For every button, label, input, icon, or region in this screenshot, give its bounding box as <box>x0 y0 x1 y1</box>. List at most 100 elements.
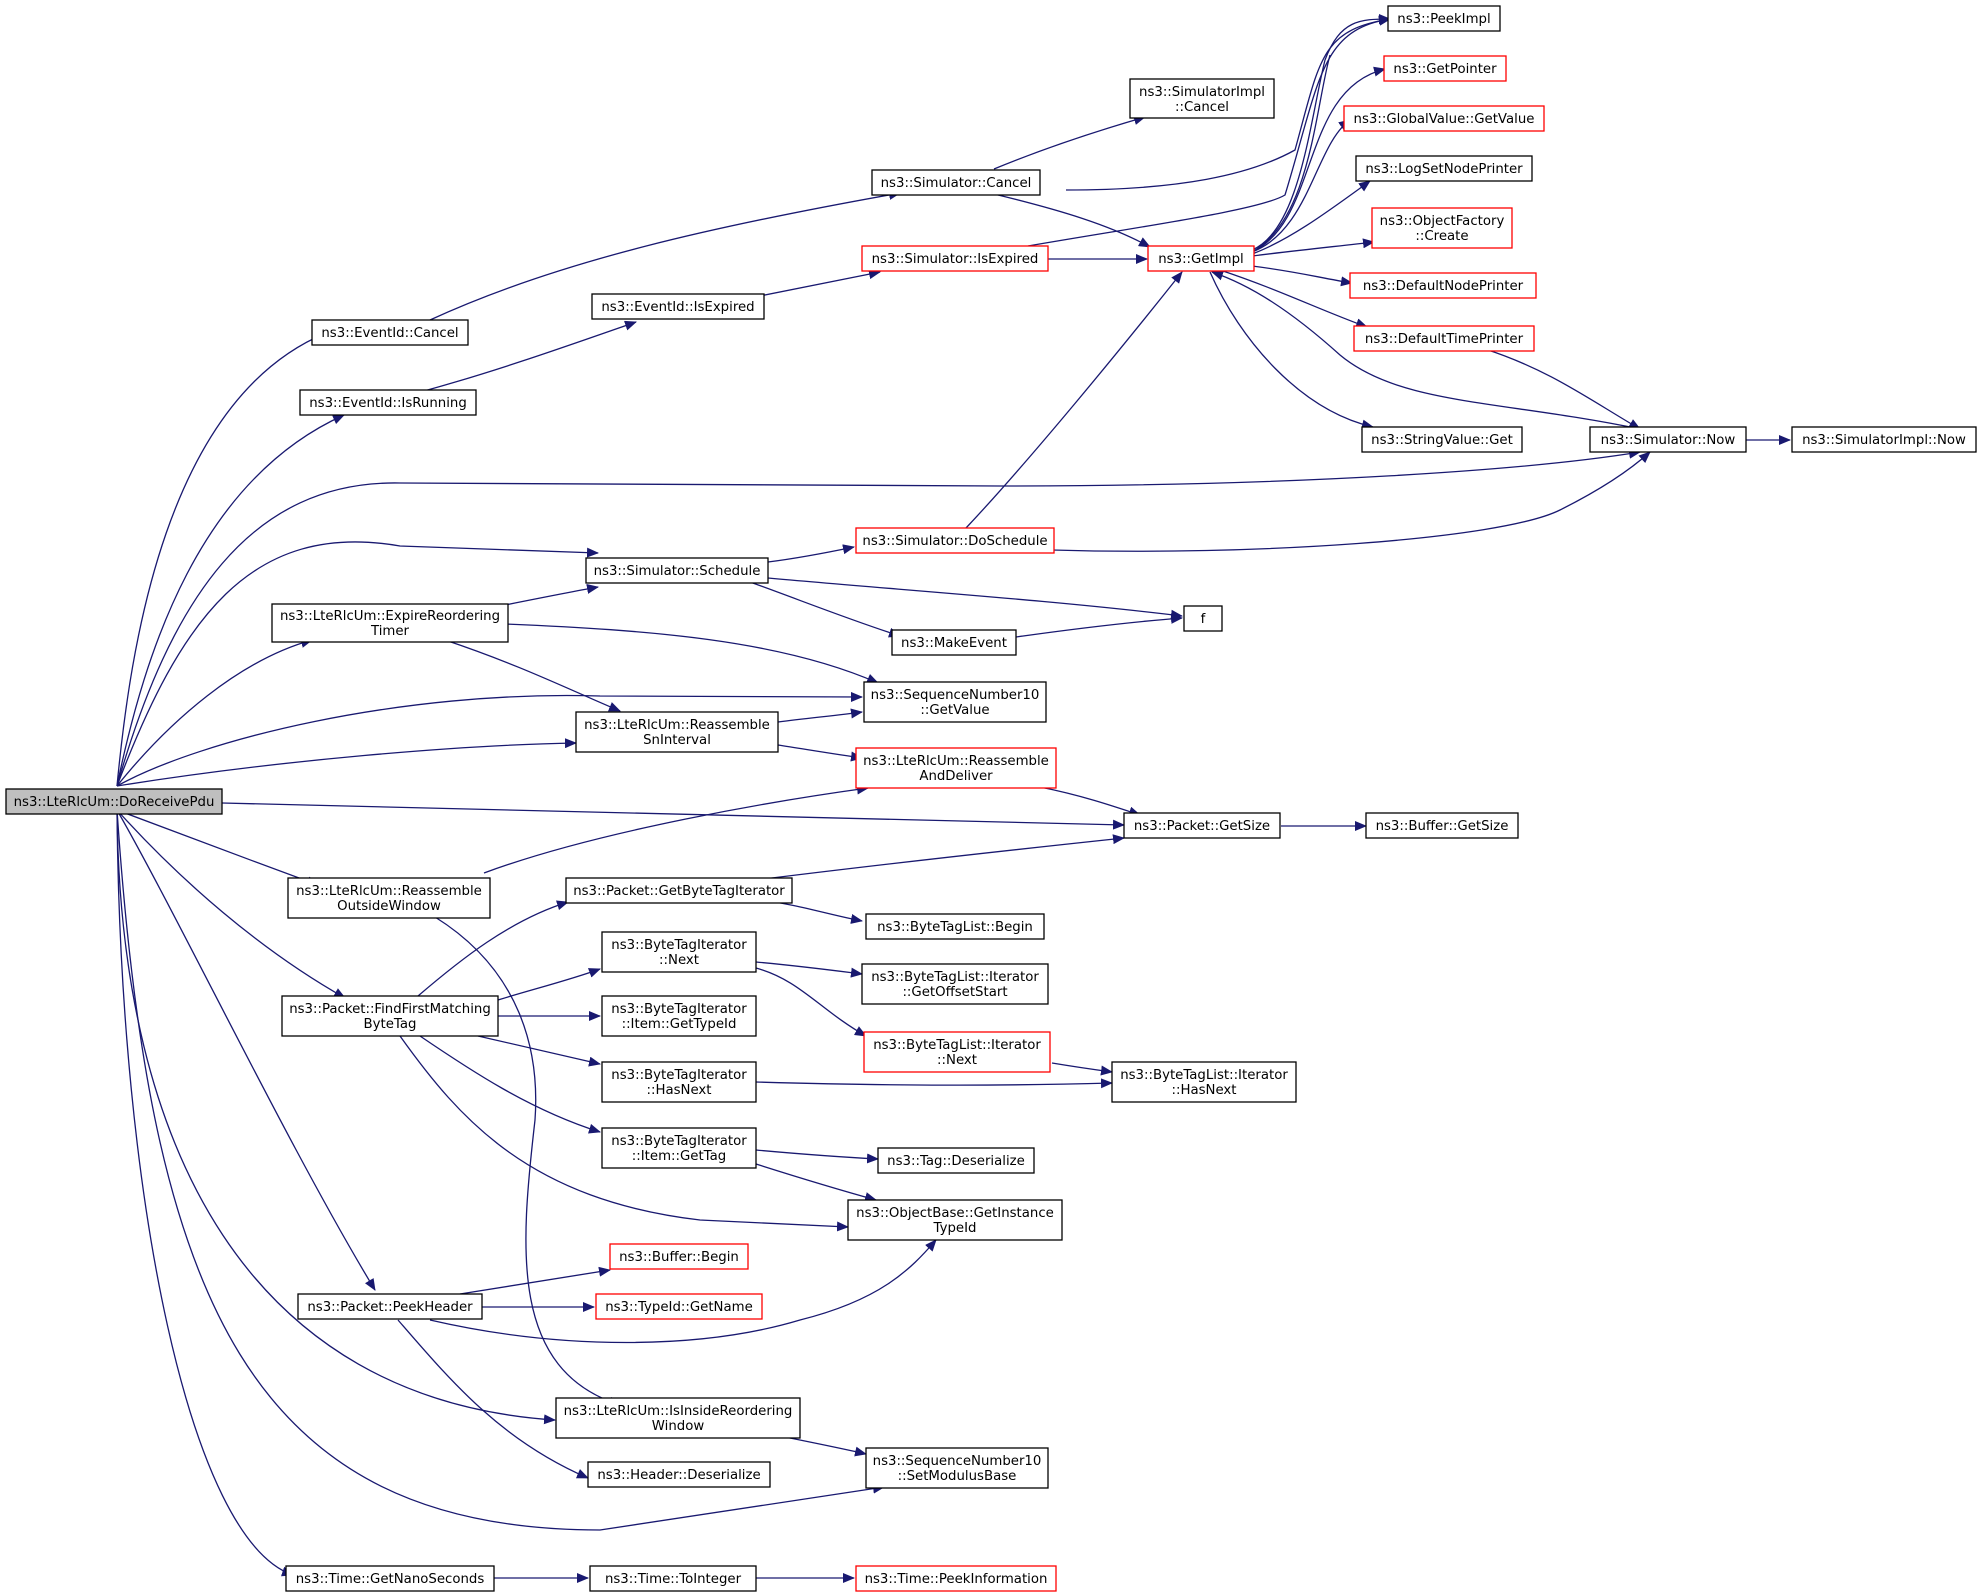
edge-expire-reassemblesn <box>444 639 621 712</box>
node-label-line1: ns3::SequenceNumber10 <box>871 688 1040 703</box>
node-label: ns3::DefaultTimePrinter <box>1365 332 1524 347</box>
node-getpointer[interactable]: ns3::GetPointer <box>1383 55 1507 82</box>
edge-find-bytetagiteratornext <box>497 968 601 1001</box>
node-defaultnodeprinter[interactable]: ns3::DefaultNodePrinter <box>1349 272 1537 299</box>
edge-getimpl-logsetnode <box>1251 180 1371 255</box>
node-bytetagiterator-next[interactable]: ns3::ByteTagIterator ::Next <box>601 931 757 973</box>
node-label-line1: ns3::LteRlcUm::Reassemble <box>296 884 482 899</box>
node-simulator-doschedule[interactable]: ns3::Simulator::DoSchedule <box>855 527 1055 554</box>
node-globalvalue-getvalue[interactable]: ns3::GlobalValue::GetValue <box>1343 105 1545 132</box>
edge-doreceive-expirereordering <box>116 638 313 787</box>
node-label: ns3::LteRlcUm::DoReceivePdu <box>14 795 215 810</box>
edge-makeevent-f <box>1015 613 1183 638</box>
node-f[interactable]: f <box>1183 605 1223 632</box>
edge-getimpl-peekimpl <box>1251 14 1391 251</box>
edges <box>116 14 1791 1583</box>
node-label-line2: ::HasNext <box>646 1083 711 1098</box>
node-objectfactory-create[interactable]: ns3::ObjectFactory ::Create <box>1371 207 1513 249</box>
node-packet-getbytetagiterator[interactable]: ns3::Packet::GetByteTagIterator <box>565 877 793 904</box>
node-simulator-now[interactable]: ns3::Simulator::Now <box>1589 426 1747 453</box>
node-label: ns3::GlobalValue::GetValue <box>1354 112 1535 127</box>
node-label-line1: ns3::ByteTagList::Iterator <box>871 970 1039 985</box>
node-label: ns3::Time::ToInteger <box>605 1572 742 1587</box>
node-label: ns3::StringValue::Get <box>1371 433 1513 448</box>
node-isinsidereorderingwindow[interactable]: ns3::LteRlcUm::IsInsideReordering Window <box>555 1397 801 1439</box>
node-bytetaglist-iterator-next[interactable]: ns3::ByteTagList::Iterator ::Next <box>863 1031 1051 1073</box>
node-typeid-getname[interactable]: ns3::TypeId::GetName <box>595 1293 763 1320</box>
node-header-deserialize[interactable]: ns3::Header::Deserialize <box>587 1461 771 1488</box>
node-stringvalue-get[interactable]: ns3::StringValue::Get <box>1361 426 1523 453</box>
node-buffer-getsize[interactable]: ns3::Buffer::GetSize <box>1365 812 1519 839</box>
edge-doreceive-simnow <box>116 448 1641 787</box>
node-label: ns3::ByteTagList::Begin <box>877 920 1033 935</box>
edge-doreceive-peekheader <box>116 809 376 1291</box>
node-objectbase-getinstancetypeid[interactable]: ns3::ObjectBase::GetInstance TypeId <box>847 1199 1063 1241</box>
node-logsetnodeprinter[interactable]: ns3::LogSetNodePrinter <box>1355 155 1533 182</box>
node-label-line1: ns3::ByteTagList::Iterator <box>1120 1068 1288 1083</box>
node-buffer-begin[interactable]: ns3::Buffer::Begin <box>609 1243 749 1270</box>
node-reassemble-sninterval[interactable]: ns3::LteRlcUm::Reassemble SnInterval <box>575 711 779 753</box>
edge-find-itemgettag <box>419 1035 601 1134</box>
node-label-line1: ns3::ByteTagIterator <box>611 938 747 953</box>
node-simulator-schedule[interactable]: ns3::Simulator::Schedule <box>585 557 769 584</box>
node-label-line2: ::Item::GetTypeId <box>622 1017 737 1032</box>
node-packet-getsize[interactable]: ns3::Packet::GetSize <box>1123 812 1281 839</box>
edge-doreceive-eventidisrunning <box>116 414 345 787</box>
node-label: ns3::Simulator::DoSchedule <box>862 534 1047 549</box>
edge-getimpl-objectfactory <box>1251 238 1375 257</box>
node-getimpl[interactable]: ns3::GetImpl <box>1147 245 1255 272</box>
edge-btinext-bytetaglistiteratornext <box>755 967 867 1037</box>
node-eventid-isrunning[interactable]: ns3::EventId::IsRunning <box>299 389 477 416</box>
node-bytetaglist-iterator-hasnext[interactable]: ns3::ByteTagList::Iterator ::HasNext <box>1111 1061 1297 1103</box>
node-bytetagiterator-item-gettag[interactable]: ns3::ByteTagIterator ::Item::GetTag <box>601 1127 757 1169</box>
node-simulator-isexpired[interactable]: ns3::Simulator::IsExpired <box>861 245 1049 272</box>
node-label: ns3::SimulatorImpl::Now <box>1802 433 1966 448</box>
edge-expire-seqgetvalue <box>504 623 879 684</box>
node-label-line1: ns3::LteRlcUm::Reassemble <box>863 754 1049 769</box>
edge-schedule-f <box>767 577 1183 620</box>
node-label-line1: ns3::SequenceNumber10 <box>873 1454 1042 1469</box>
node-time-getnanoseconds[interactable]: ns3::Time::GetNanoSeconds <box>285 1565 495 1592</box>
edge-eventidisrunning-eventidisexpired <box>423 320 637 392</box>
node-reassemble-anddeliver[interactable]: ns3::LteRlcUm::Reassemble AndDeliver <box>855 747 1057 789</box>
edge-isinside-setmodulus <box>779 1435 867 1457</box>
edge-getimpl-defaultnodeprinter <box>1251 265 1353 287</box>
node-bytetaglist-begin[interactable]: ns3::ByteTagList::Begin <box>865 913 1045 940</box>
node-simulatorimpl-now[interactable]: ns3::SimulatorImpl::Now <box>1791 426 1977 453</box>
node-simulator-cancel[interactable]: ns3::Simulator::Cancel <box>871 169 1041 196</box>
node-label: ns3::Buffer::GetSize <box>1376 819 1509 834</box>
node-bytetagiterator-hasnext[interactable]: ns3::ByteTagIterator ::HasNext <box>601 1061 757 1103</box>
node-label-line1: ns3::LteRlcUm::ExpireReordering <box>280 609 500 624</box>
node-defaulttimeprinter[interactable]: ns3::DefaultTimePrinter <box>1353 325 1535 352</box>
node-label: ns3::PeekImpl <box>1397 12 1490 27</box>
edge-gettag-getinstancetypeid <box>755 1163 877 1202</box>
node-label-line1: ns3::SimulatorImpl <box>1139 85 1265 100</box>
node-packet-findfirstmatchingbytetag[interactable]: ns3::Packet::FindFirstMatching ByteTag <box>281 995 499 1037</box>
edge-getimpl-defaulttimeprinter <box>1219 269 1368 328</box>
edge-getimpl-peekimpl-2 <box>1251 54 1331 253</box>
node-simulatorimpl-cancel[interactable]: ns3::SimulatorImpl ::Cancel <box>1129 78 1275 119</box>
node-reassemble-outsidewindow[interactable]: ns3::LteRlcUm::Reassemble OutsideWindow <box>287 877 491 919</box>
node-lterlcum-doreceivepdu[interactable]: ns3::LteRlcUm::DoReceivePdu <box>5 788 223 815</box>
node-label: f <box>1201 612 1206 627</box>
node-expirereorderingtimer[interactable]: ns3::LteRlcUm::ExpireReordering Timer <box>271 603 509 643</box>
node-packet-peekheader[interactable]: ns3::Packet::PeekHeader <box>297 1293 483 1320</box>
node-label-line2: SnInterval <box>643 733 711 748</box>
node-bytetaglist-iterator-getoffsetstart[interactable]: ns3::ByteTagList::Iterator ::GetOffsetSt… <box>861 963 1049 1005</box>
node-eventid-isexpired[interactable]: ns3::EventId::IsExpired <box>591 293 765 320</box>
edge-find-getinstancetypeid <box>399 1035 849 1232</box>
node-sequencenumber10-getvalue[interactable]: ns3::SequenceNumber10 ::GetValue <box>863 681 1047 723</box>
node-eventid-cancel[interactable]: ns3::EventId::Cancel <box>311 319 469 346</box>
node-label: ns3::DefaultNodePrinter <box>1363 279 1524 294</box>
node-label: ns3::LogSetNodePrinter <box>1365 162 1523 177</box>
node-tag-deserialize[interactable]: ns3::Tag::Deserialize <box>877 1147 1035 1174</box>
node-label-line2: TypeId <box>933 1221 977 1236</box>
node-bytetagiterator-item-gettypeid[interactable]: ns3::ByteTagIterator ::Item::GetTypeId <box>601 995 757 1037</box>
node-makeevent[interactable]: ns3::MakeEvent <box>891 629 1017 656</box>
node-time-tointeger[interactable]: ns3::Time::ToInteger <box>589 1565 757 1592</box>
node-sequencenumber10-setmodulusbase[interactable]: ns3::SequenceNumber10 ::SetModulusBase <box>865 1447 1049 1489</box>
node-time-peekinformation[interactable]: ns3::Time::PeekInformation <box>855 1565 1057 1592</box>
node-peekimpl[interactable]: ns3::PeekImpl <box>1387 5 1501 32</box>
node-label-line2: ::Item::GetTag <box>632 1149 726 1164</box>
